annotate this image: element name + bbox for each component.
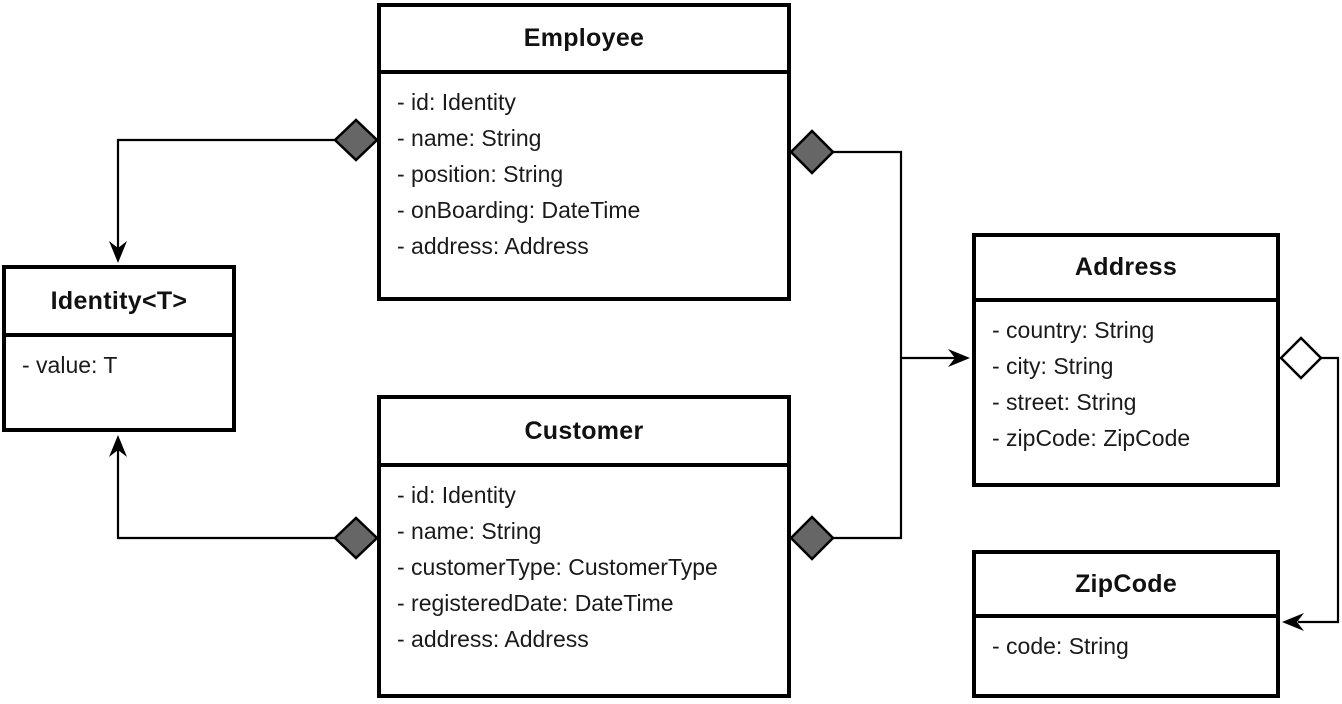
- class-attribute: - country: String: [992, 317, 1155, 343]
- class-box-customer: Customer - id: Identity - name: String -…: [377, 395, 791, 698]
- class-title: Identity<T>: [6, 269, 232, 337]
- class-title: ZipCode: [976, 554, 1276, 618]
- class-attribute: - address: Address: [397, 233, 589, 259]
- edge-employee-identity: [109, 118, 379, 263]
- arrowhead-up-icon: [109, 435, 127, 457]
- composition-diamond-icon: [333, 118, 379, 162]
- composition-diamond-icon: [333, 516, 379, 560]
- class-title: Address: [976, 237, 1276, 302]
- class-attribute-list: - country: String - city: String - stree…: [976, 302, 1276, 456]
- class-title: Employee: [381, 7, 787, 74]
- class-attribute: - id: Identity: [397, 482, 516, 508]
- class-attribute: - value: T: [22, 352, 118, 378]
- edge-address-zipcode: [1279, 336, 1340, 631]
- class-attribute: - street: String: [992, 389, 1137, 415]
- class-attribute: - city: String: [992, 353, 1114, 379]
- class-attribute: - id: Identity: [397, 89, 516, 115]
- class-box-address: Address - country: String - city: String…: [972, 233, 1280, 487]
- class-attribute-list: - id: Identity - name: String - customer…: [381, 467, 787, 657]
- class-box-employee: Employee - id: Identity - name: String -…: [377, 3, 791, 301]
- class-attribute: - customerType: CustomerType: [397, 554, 718, 580]
- arrowhead-right-icon: [948, 349, 970, 367]
- class-attribute: - code: String: [992, 633, 1129, 659]
- class-attribute: - name: String: [397, 518, 542, 544]
- class-attribute-list: - id: Identity - name: String - position…: [381, 74, 787, 264]
- class-attribute-list: - value: T: [6, 337, 232, 383]
- class-attribute-list: - code: String: [976, 618, 1276, 664]
- aggregation-diamond-icon: [1279, 336, 1323, 380]
- edge-customer-identity: [109, 435, 379, 560]
- arrowhead-down-icon: [109, 241, 127, 263]
- class-attribute: - onBoarding: DateTime: [397, 197, 641, 223]
- class-box-zipcode: ZipCode - code: String: [972, 550, 1280, 698]
- class-attribute: - registeredDate: DateTime: [397, 590, 674, 616]
- edge-employee-customer-address: [789, 129, 970, 561]
- class-attribute: - address: Address: [397, 626, 589, 652]
- class-attribute: - name: String: [397, 125, 542, 151]
- class-box-identity: Identity<T> - value: T: [2, 265, 236, 432]
- class-attribute: - position: String: [397, 161, 564, 187]
- arrowhead-left-icon: [1282, 613, 1304, 631]
- class-title: Customer: [381, 399, 787, 467]
- class-attribute: - zipCode: ZipCode: [992, 425, 1191, 451]
- composition-diamond-icon: [789, 515, 835, 561]
- composition-diamond-icon: [789, 129, 835, 175]
